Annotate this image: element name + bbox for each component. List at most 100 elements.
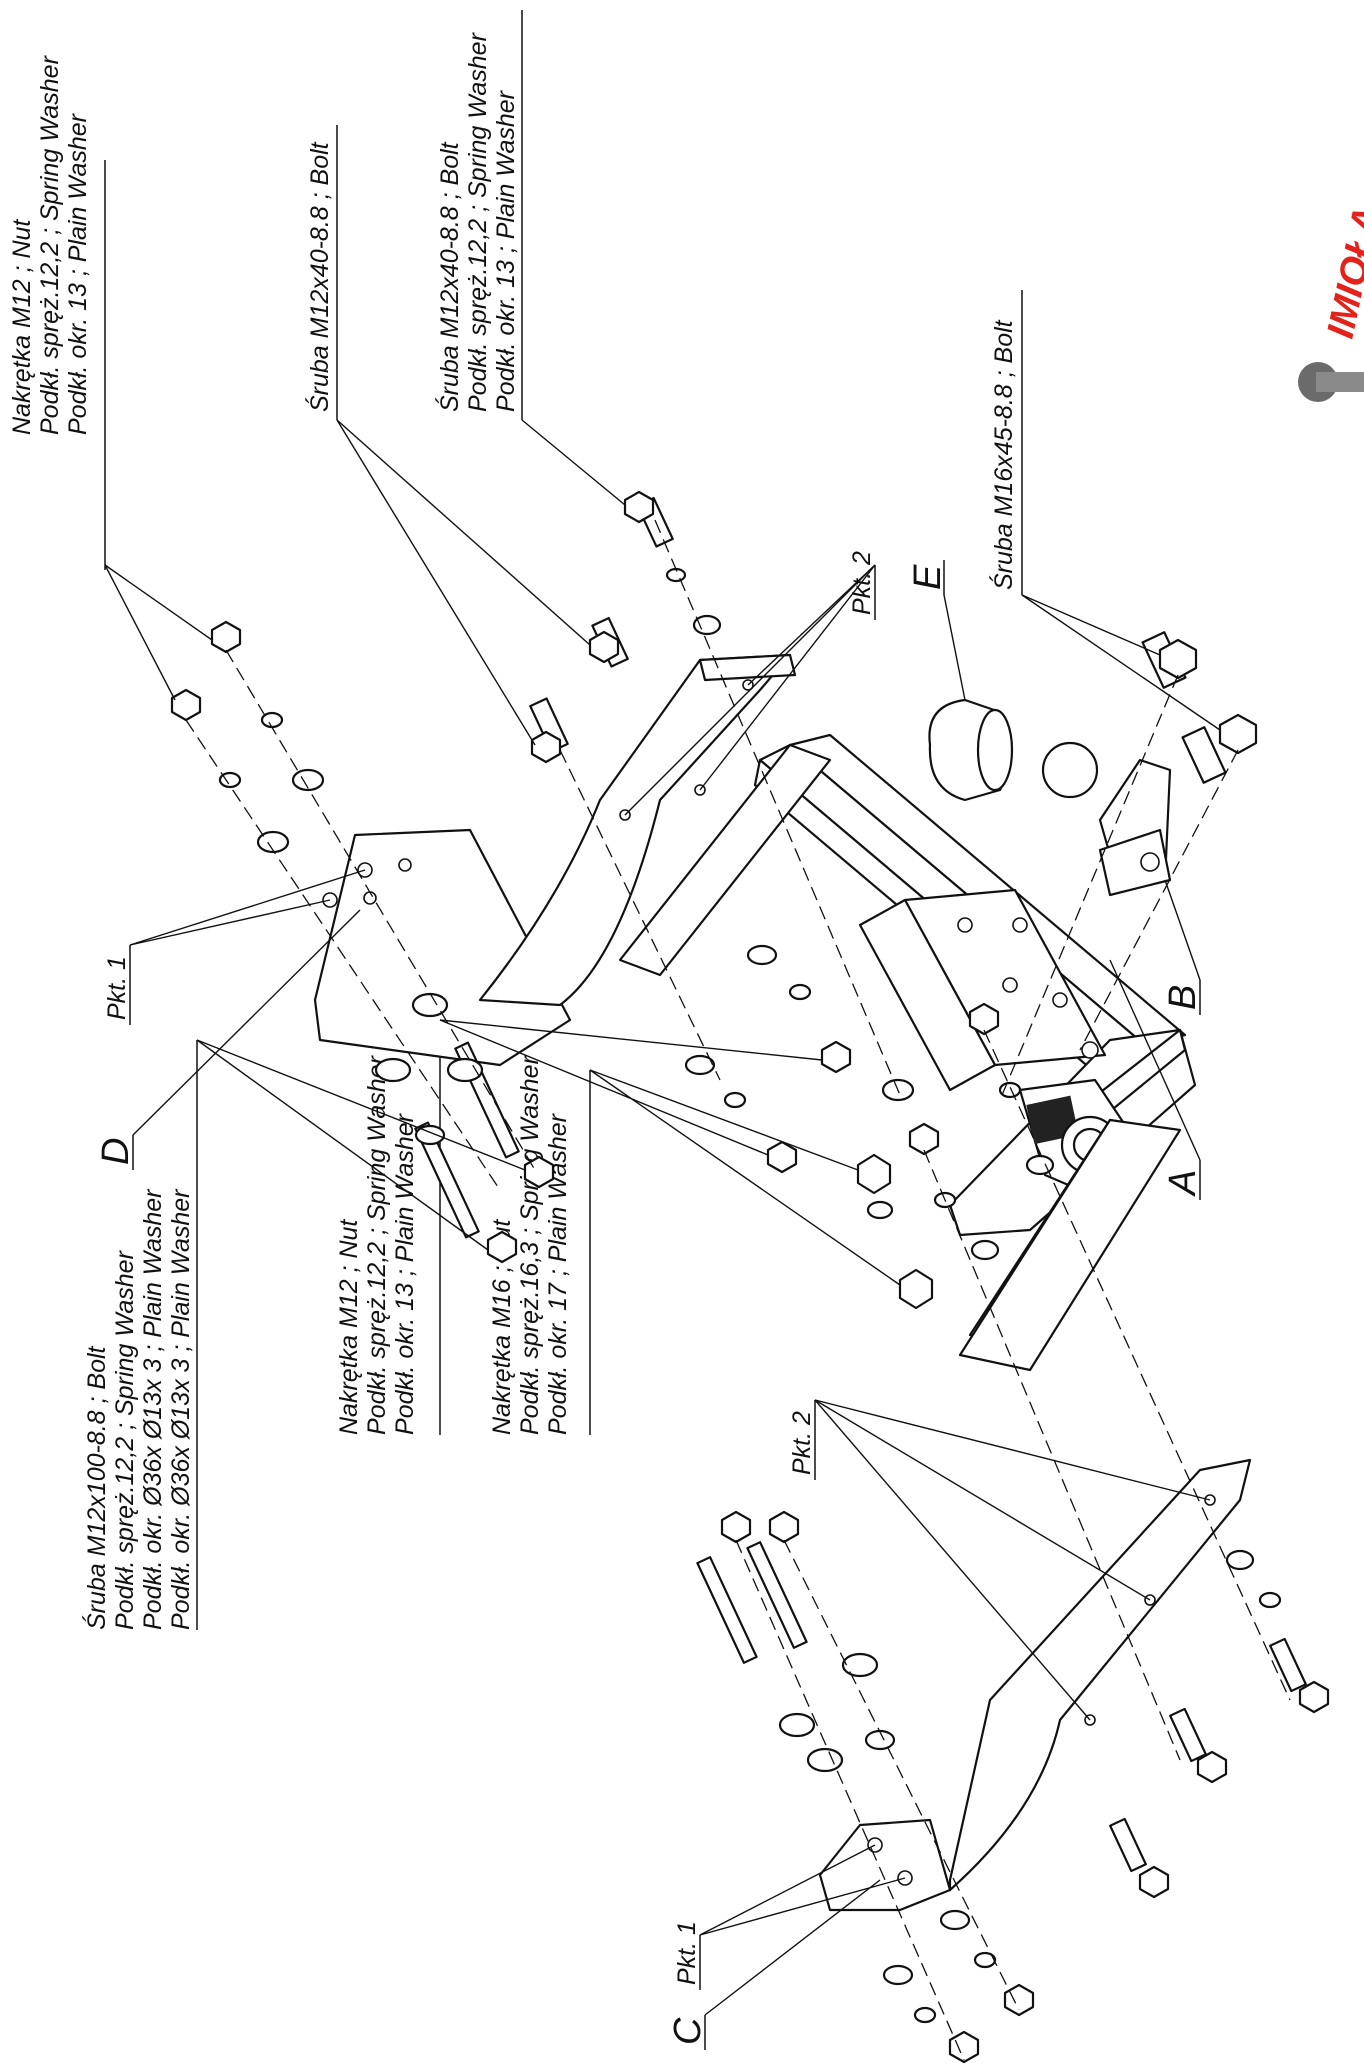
- plain-washer: [806, 1747, 844, 1773]
- nut-m12: [820, 1040, 852, 1074]
- mount-hole: [957, 917, 973, 933]
- leader: [1109, 959, 1201, 1161]
- mount-hole: [1002, 977, 1018, 993]
- spring-washer: [414, 1124, 446, 1146]
- bolt-head: [588, 630, 620, 664]
- leader: [129, 869, 366, 946]
- nut-m16: [856, 1153, 892, 1195]
- spring-washer: [866, 1200, 894, 1220]
- logo-ball-neck: [1316, 372, 1364, 392]
- callout-line: Śruba M12x100-8.8 ; Bolt: [81, 1345, 111, 1630]
- crossbar-tail-rail: [958, 1118, 1182, 1372]
- plain-washer: [841, 1652, 879, 1678]
- bolt-m12x40: [1109, 1817, 1170, 1899]
- callout-line: Podkł. spręż.12,2 ; Spring Washer: [363, 1054, 391, 1435]
- bracket-hole: [363, 891, 377, 905]
- bolt-head: [486, 1230, 518, 1264]
- nut-m12: [170, 688, 202, 722]
- leader: [1021, 594, 1161, 656]
- callout-top-bolt-m12x40-a: Śruba M12x40-8.8 ; Bolt: [304, 125, 338, 420]
- plain-washer: [1225, 1549, 1255, 1571]
- leader: [747, 564, 876, 686]
- axis: [735, 1539, 965, 2061]
- leader: [104, 564, 176, 701]
- leader: [521, 419, 626, 506]
- plain-washer: [970, 1239, 1000, 1261]
- side-bracket-top: [313, 653, 797, 1067]
- callout-bottom-nut-m12: Nakrętka M12 ; Nut Podkł. spręż.12,2 ; S…: [335, 1020, 441, 1435]
- leader: [132, 909, 361, 1136]
- axis: [185, 719, 501, 1191]
- tow-ball-cap: [928, 698, 1014, 802]
- tow-ball-assembly: [1041, 741, 1172, 897]
- callout-line: Podkł. spręż.12,2 ; Spring Washer: [36, 54, 64, 435]
- callout-line: Podkł. spręż.12,2 ; Spring Washer: [464, 31, 492, 412]
- bolt-head: [1218, 713, 1258, 755]
- bolt-head: [1196, 1750, 1228, 1784]
- callout-line: Podkł. okr. 13 ; Plain Washer: [64, 112, 92, 435]
- leader: [129, 899, 331, 946]
- axis: [923, 1149, 1181, 1761]
- bolt-head: [623, 490, 655, 524]
- side-bracket-arm: [948, 1458, 1252, 1892]
- nut-m12: [908, 1122, 940, 1156]
- bolt-head: [1298, 1680, 1330, 1714]
- bolt-m12x100: [696, 1510, 758, 1664]
- bolt-m12x40: [529, 697, 569, 764]
- leader: [814, 1399, 1151, 1601]
- leader-lines: [104, 419, 1221, 2016]
- callout-line: Śruba M12x40-8.8 ; Bolt: [304, 141, 334, 412]
- bolt-shank: [1181, 726, 1227, 784]
- leader: [704, 1879, 881, 2016]
- bolt-m12x100: [746, 1510, 808, 1649]
- leader: [1021, 594, 1221, 731]
- tow-ball-flange: [1098, 828, 1172, 897]
- cap-rim: [976, 708, 1014, 792]
- pkt1-label-bottom: Pkt. 1: [673, 1921, 701, 1985]
- spring-washer: [723, 1091, 747, 1109]
- bolt-m12x40: [1269, 1637, 1330, 1714]
- leader: [439, 1019, 823, 1061]
- nut-m12: [948, 2030, 980, 2064]
- part-letter-b: B: [1162, 985, 1204, 1010]
- plain-washer: [746, 944, 778, 966]
- tow-ball-sphere: [1041, 741, 1099, 799]
- leader: [624, 564, 876, 816]
- bolt-shank: [746, 1541, 808, 1649]
- plain-washer: [778, 1712, 816, 1738]
- nut-m12: [968, 1002, 1000, 1036]
- part-letter-c: C: [667, 2017, 709, 2045]
- brand-logo: IMIOŁA: [1298, 203, 1364, 402]
- nut-m12: [210, 620, 242, 654]
- spring-washer: [913, 2006, 937, 2024]
- side-bracket-plate: [313, 828, 572, 1067]
- axis: [783, 1539, 1020, 2011]
- bolt-head: [530, 730, 562, 764]
- callout-line: Podkł. spręż.12,2 ; Spring Washer: [111, 1249, 139, 1630]
- plain-washer: [446, 1057, 484, 1083]
- callout-line: Śruba M16x45-8.8 ; Bolt: [988, 319, 1018, 590]
- bolt-head: [1158, 638, 1198, 680]
- leader: [336, 419, 591, 646]
- callout-line: Podkł. okr. 13 ; Plain Washer: [391, 1112, 419, 1435]
- plain-washer: [692, 614, 722, 636]
- leader: [336, 419, 536, 746]
- leader: [699, 564, 876, 791]
- part-letter-e: E: [907, 564, 949, 590]
- leader: [814, 1399, 1211, 1501]
- crossbar-tail: [958, 1118, 1182, 1372]
- part-letter-d: D: [95, 1138, 137, 1165]
- mount-hole: [1052, 992, 1068, 1008]
- mount-plate-side: [858, 898, 997, 1092]
- callout-top-bolt-m16x45: Śruba M16x45-8.8 ; Bolt: [988, 290, 1023, 595]
- plain-washer: [684, 1054, 716, 1076]
- mount-hole: [1012, 917, 1028, 933]
- bolt-m12x40: [1169, 1707, 1228, 1784]
- spring-washer: [1258, 1591, 1282, 1609]
- bracket-hole: [398, 858, 412, 872]
- callout-line: Nakrętka M12 ; Nut: [335, 1219, 363, 1435]
- callout-line: Podkł. okr. Ø36x Ø13x 3 ; Plain Washer: [139, 1188, 167, 1630]
- callout-line: Śruba M12x40-8.8 ; Bolt: [434, 141, 464, 412]
